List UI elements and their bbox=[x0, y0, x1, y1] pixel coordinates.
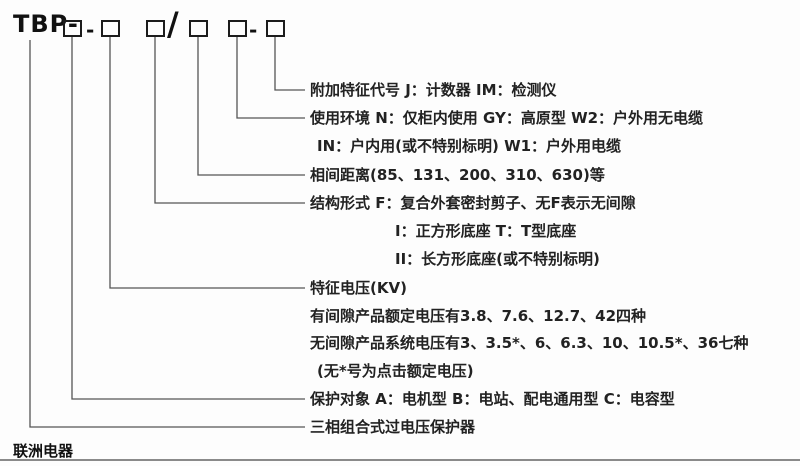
annotation-characteristic-voltage: 特征电压(KV) bbox=[310, 279, 407, 297]
connector-box3-structure-type bbox=[154, 37, 305, 204]
code-box-6 bbox=[266, 20, 285, 37]
code-separator-dash-2: - bbox=[249, 18, 258, 42]
code-box-2 bbox=[101, 20, 120, 37]
annotation-phase-spacing: 相间距离(85、131、200、310、630)等 bbox=[310, 166, 605, 184]
code-box-5 bbox=[228, 20, 247, 37]
annotation-additional-feature-code: 附加特征代号 J：计数器 IM：检测仪 bbox=[310, 81, 557, 99]
annotation-voltage-note: (无*号为点击额定电压) bbox=[317, 362, 474, 380]
code-separator-dash-1: - bbox=[86, 18, 95, 42]
model-code-prefix: TBP- bbox=[13, 10, 79, 38]
brand-logo-text: 联洲电器 bbox=[13, 442, 74, 460]
annotation-product-name: 三相组合式过电压保护器 bbox=[310, 418, 476, 436]
code-box-4 bbox=[189, 20, 208, 37]
connector-box5-usage-environment bbox=[236, 37, 305, 119]
connector-box1-protection-object bbox=[71, 37, 305, 400]
connector-box6-additional-feature bbox=[274, 37, 305, 91]
annotation-usage-environment: 使用环境 N：仅柜内使用 GY：高原型 W2：户外用无电缆 bbox=[310, 109, 704, 127]
annotation-structure-base-rectangle: II：长方形底座(或不特别标明) bbox=[395, 250, 600, 268]
annotation-usage-environment-cont: IN：户内用(或不特别标明) W1：户外用电缆 bbox=[317, 137, 622, 155]
code-box-1 bbox=[63, 20, 82, 37]
annotation-gapless-system-voltage: 无间隙产品系统电压有3、3.5*、6、6.3、10、10.5*、36七种 bbox=[310, 334, 749, 352]
annotation-gapped-rated-voltage: 有间隙产品额定电压有3.8、7.6、12.7、42四种 bbox=[310, 307, 647, 325]
bottom-divider bbox=[0, 459, 800, 461]
annotation-structure-type: 结构形式 F：复合外套密封剪子、无F表示无间隙 bbox=[310, 194, 636, 212]
annotation-protection-object: 保护对象 A：电机型 B：电站、配电通用型 C：电容型 bbox=[310, 390, 675, 408]
connector-box2-characteristic-voltage bbox=[109, 37, 305, 289]
code-separator-slash: / bbox=[167, 5, 179, 43]
connector-tbp-product-name bbox=[29, 40, 305, 428]
connector-box4-phase-spacing bbox=[197, 37, 305, 176]
annotation-structure-base-square: I：正方形底座 T：T型底座 bbox=[395, 222, 577, 240]
code-box-3 bbox=[146, 20, 165, 37]
